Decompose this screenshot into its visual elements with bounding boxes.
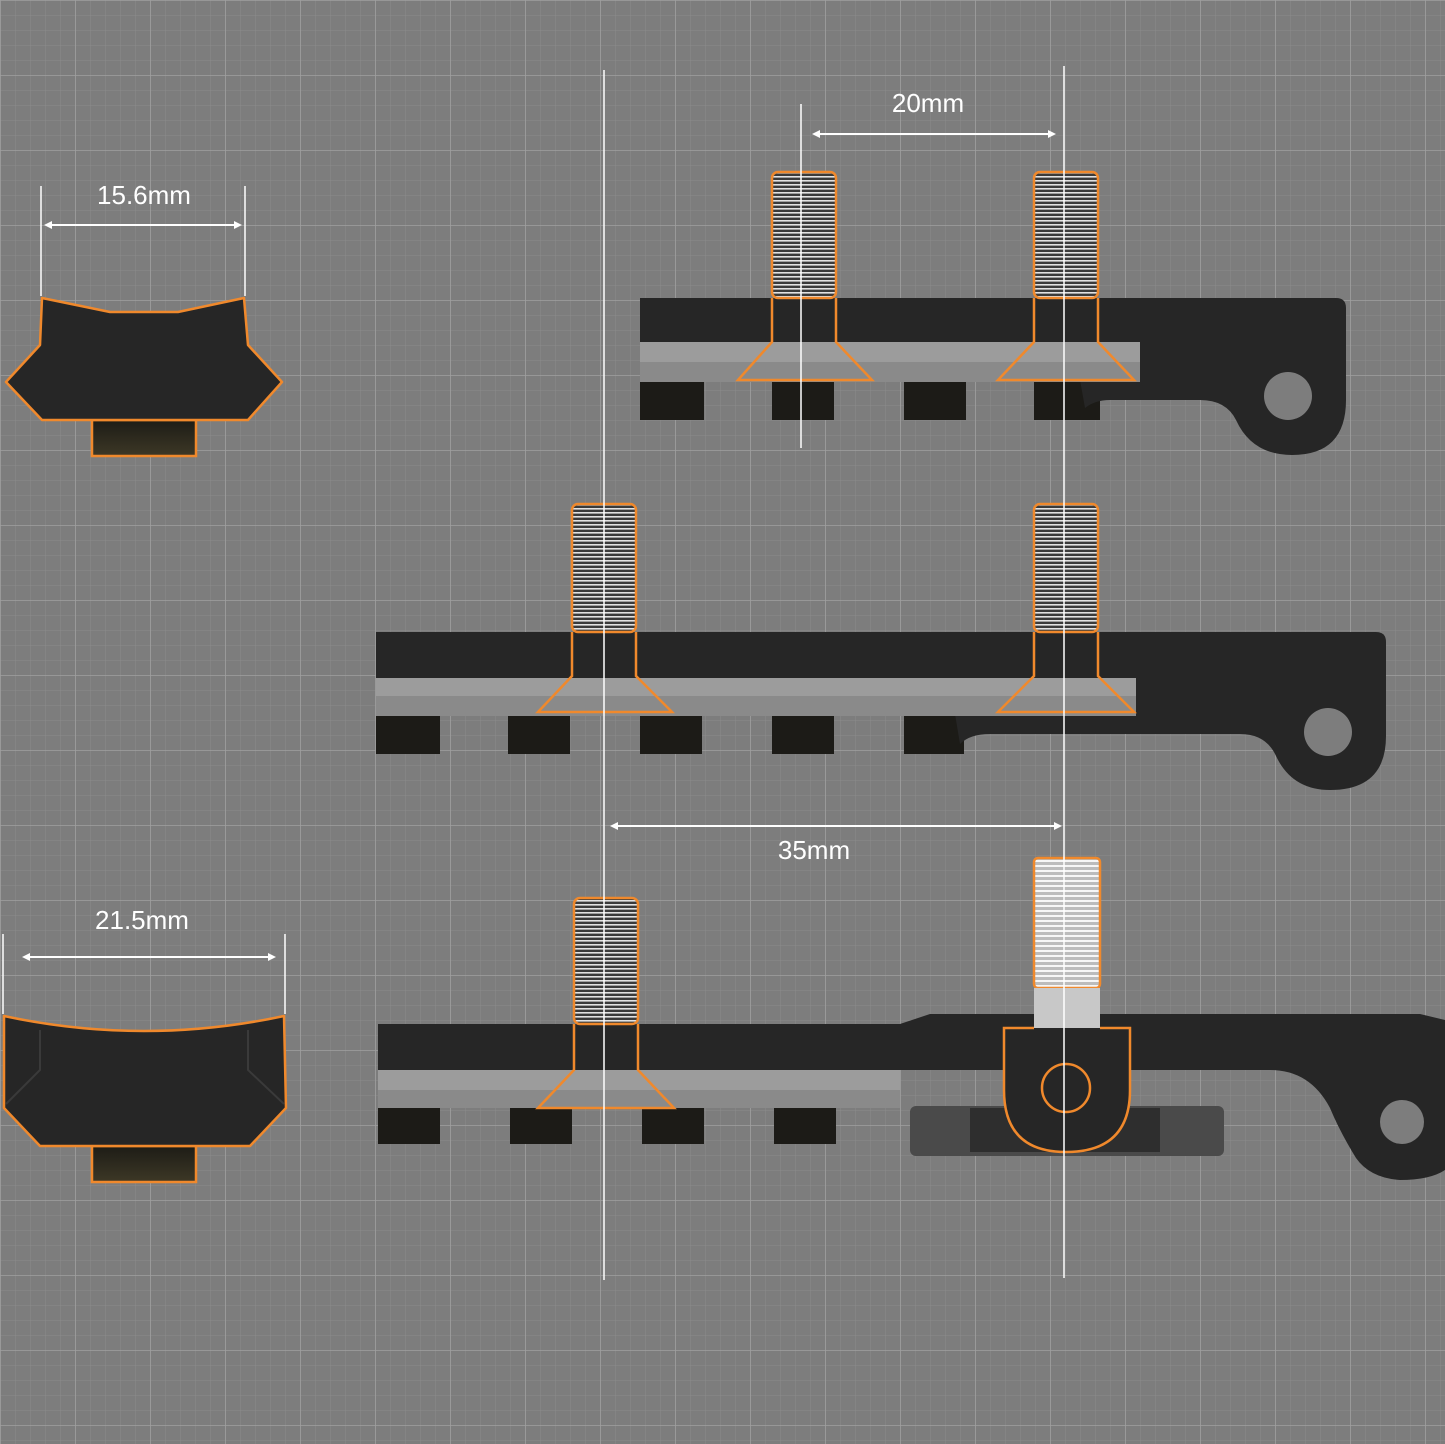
rail-with-pivot-mount-side-view [378, 856, 1445, 1180]
long-rail-side-view [376, 502, 1386, 790]
pivot-rail-face-shadow [378, 1090, 900, 1108]
dimension-label-20: 20mm [892, 88, 964, 118]
short-rail-foot [772, 380, 834, 420]
long-rail-foot [376, 714, 440, 754]
dimension-21-5: 21.5mm [22, 905, 276, 961]
pivot-rail-mount-hole [1380, 1100, 1424, 1144]
pivot-rail-foot [642, 1106, 704, 1144]
dimension-lines [2, 66, 1065, 1280]
long-rail-mount-hole [1304, 708, 1352, 756]
dimension-15-6: 15.6mm [44, 180, 242, 229]
short-rail-screw-right [995, 170, 1137, 382]
dimension-label-21-5: 21.5mm [95, 905, 189, 935]
long-rail-foot [772, 714, 834, 754]
short-rail-face-shadow [640, 362, 1140, 382]
short-rail-feet [640, 380, 704, 420]
pivot-rail-screw-left [535, 896, 677, 1110]
pivot-rail-body [378, 1014, 1445, 1180]
long-rail-foot [508, 714, 570, 754]
short-rail-side-view [640, 170, 1346, 455]
pivot-rail-foot [774, 1106, 836, 1144]
wide-profile-body [2, 1014, 288, 1148]
narrow-profile-foot [90, 418, 198, 458]
dimension-label-35: 35mm [778, 835, 850, 865]
dimension-35: 35mm [610, 822, 1062, 865]
short-rail-screw-left [735, 170, 875, 382]
long-rail-screw-right [994, 502, 1138, 714]
narrow-rail-cross-section [4, 296, 284, 458]
wide-profile-foot [90, 1144, 198, 1184]
long-rail-foot [904, 714, 964, 754]
pivot-rail-foot [510, 1106, 572, 1144]
long-rail-foot [640, 714, 702, 754]
narrow-profile-body [4, 296, 284, 422]
wide-profile-chamfer-right [247, 1030, 285, 1105]
wide-rail-cross-section [2, 1014, 288, 1184]
short-rail-foot [904, 380, 966, 420]
pivot-bolt [1002, 856, 1132, 1154]
dimension-label-15-6: 15.6mm [97, 180, 191, 210]
dimension-20: 20mm [812, 88, 1056, 138]
wide-profile-chamfer-left [5, 1030, 41, 1105]
short-rail-mount-hole [1264, 372, 1312, 420]
pivot-rail-foot [378, 1106, 440, 1144]
